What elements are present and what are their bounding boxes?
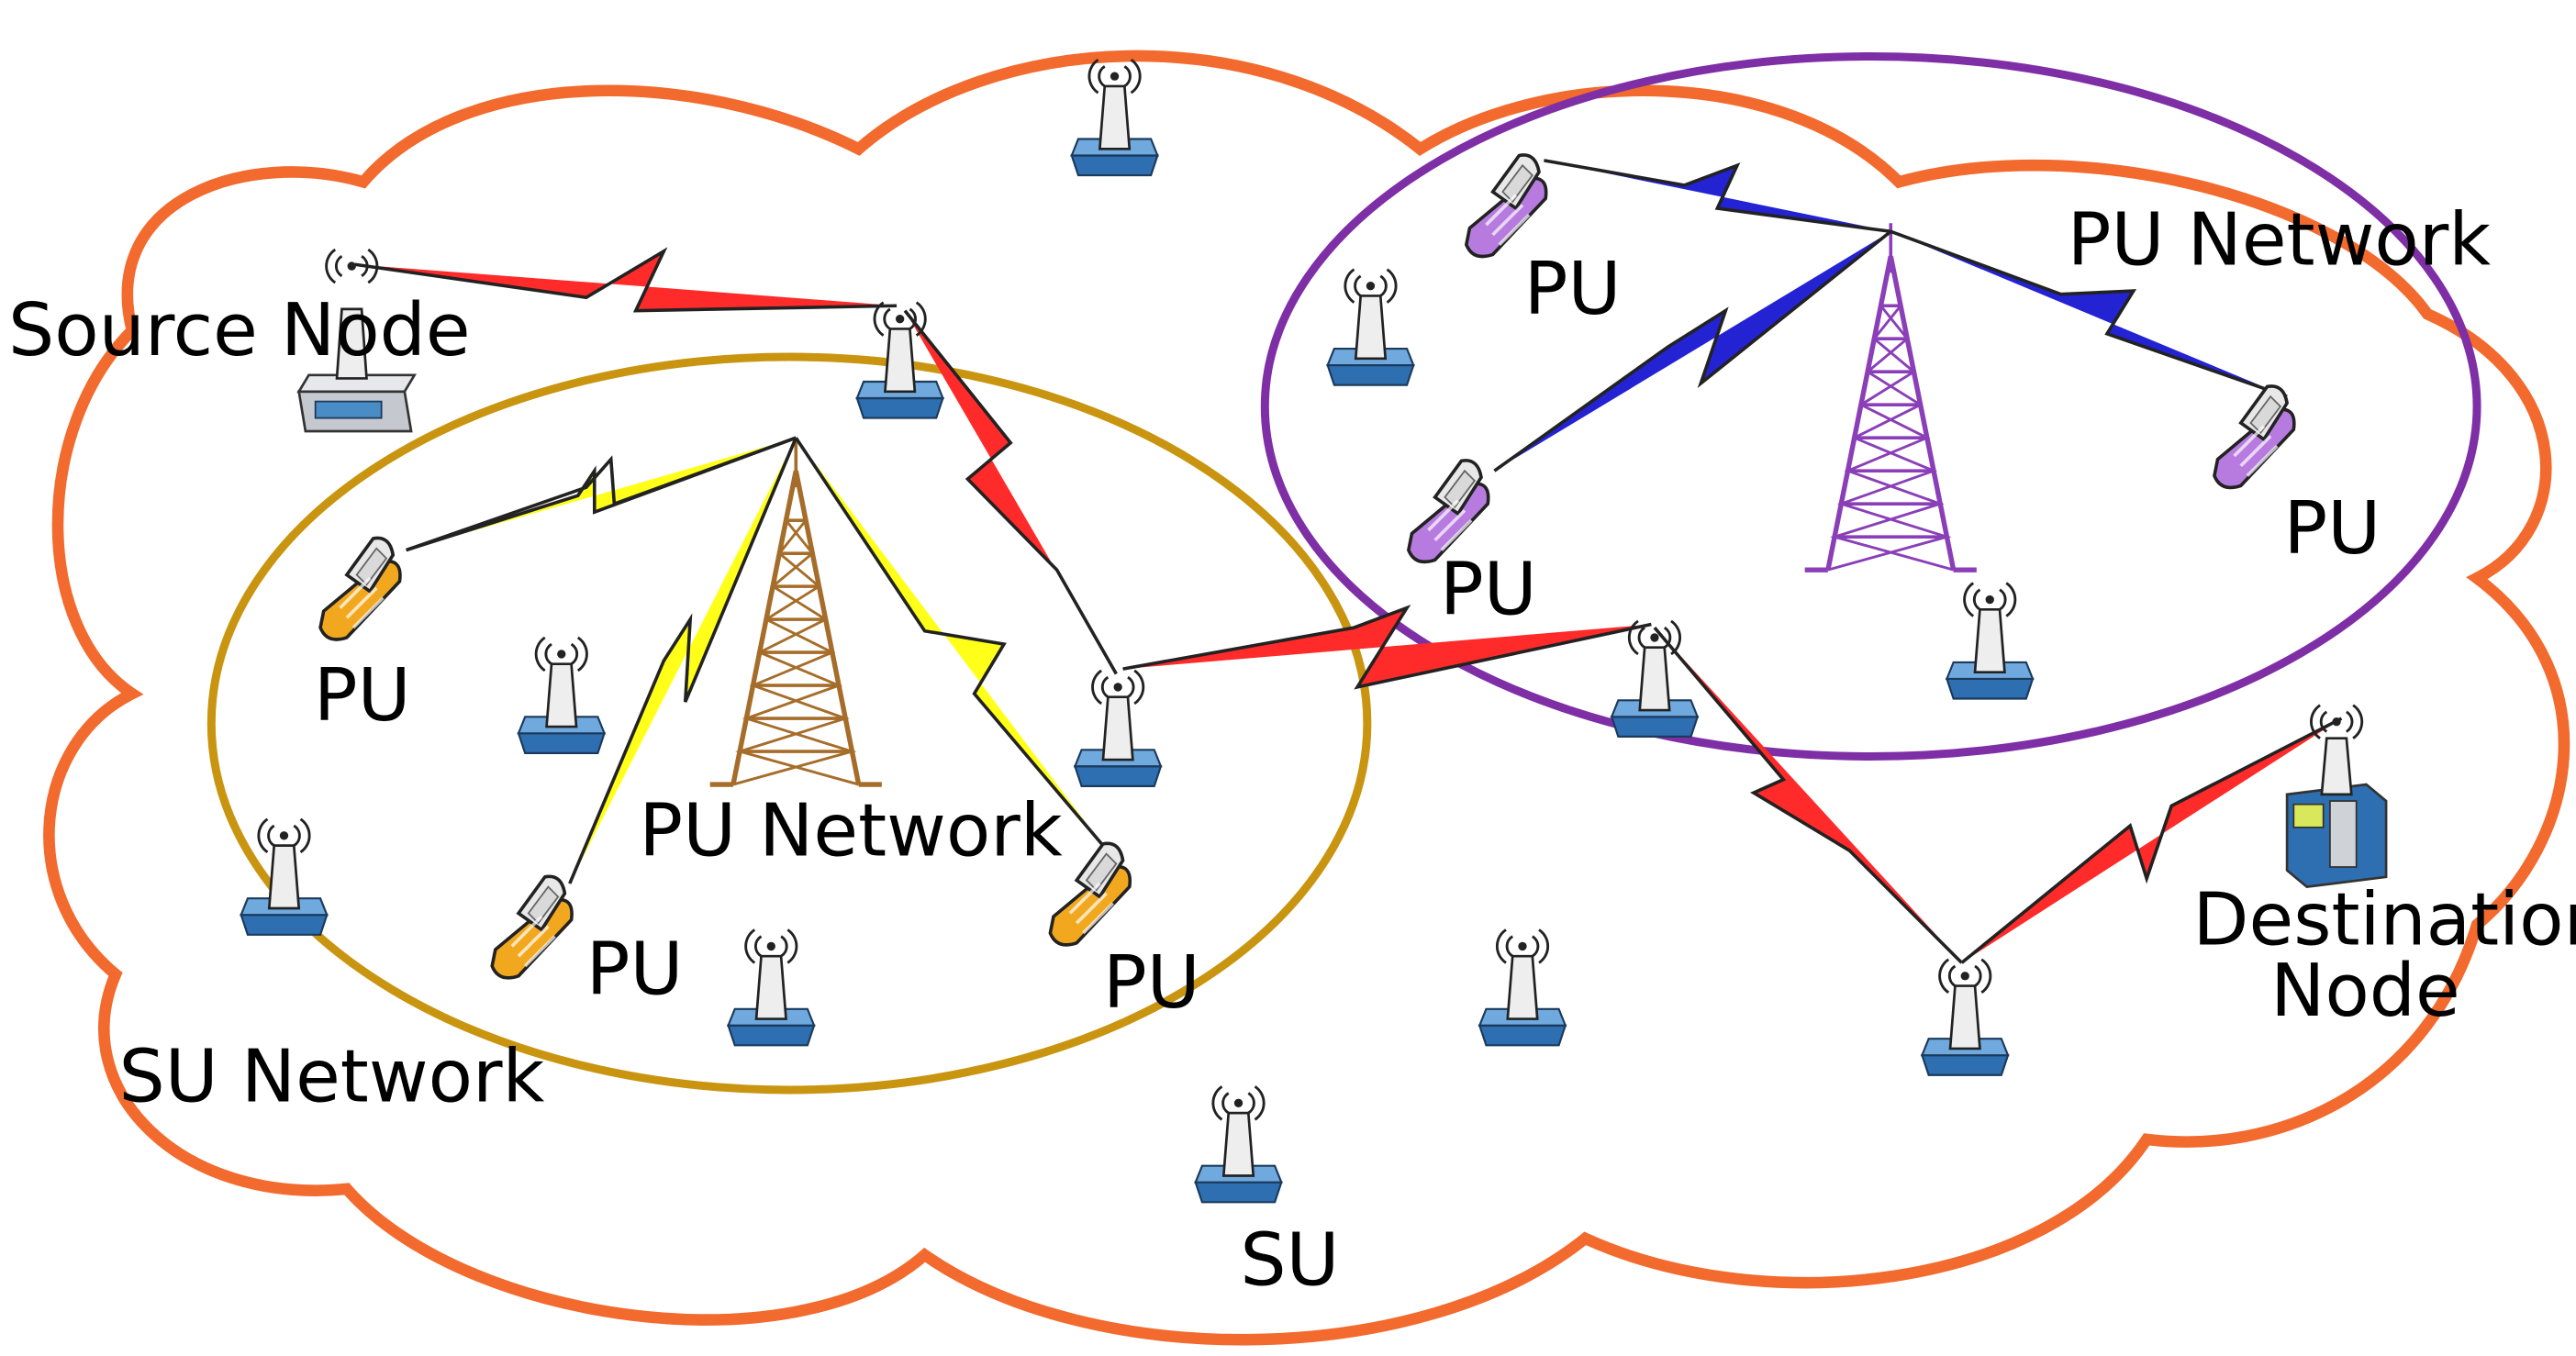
su-node-bottom-2 [1478,928,1567,1047]
su-node-bottom-3 [1194,1084,1283,1204]
pu-links-left [406,436,1105,884]
su-link-2 [903,309,1118,675]
label-pu-network-left: PU Network [639,788,1062,873]
label-source-node: Source Node [8,288,471,372]
pu-link-left-1 [406,436,797,552]
su-node-top [1070,58,1159,177]
pu-phone-right-1 [1465,153,1548,259]
su-link-1 [354,247,898,313]
label-pu-left-2: PU [586,928,684,1012]
su-node-relay-2 [1073,669,1163,788]
su-node-left-inner [517,636,607,755]
su-node-relay-3 [1610,619,1700,739]
pu-phone-right-3 [2213,384,2296,490]
su-link-5 [1960,717,2343,964]
label-destination-node: Node [2270,949,2460,1033]
su-route [354,247,2343,964]
pu-phone-left-1 [318,536,402,641]
pu-phone-left-2 [490,874,574,980]
pu-link-right-1 [1544,159,1891,234]
pu-tower-left [710,438,882,784]
pu-network-right-boundary [1260,52,2481,761]
su-node-right-lower [1946,582,2035,700]
label-su-network: SU Network [119,1035,545,1119]
pu-link-left-3 [794,437,1105,847]
label-pu-left-3: PU [1103,940,1200,1025]
destination-node-icon [2285,704,2388,889]
pu-network-left-boundary [206,352,1372,1095]
su-node-relay-4 [1921,958,2010,1077]
su-node-left-outer [240,817,329,937]
pu-link-left-1b [406,436,797,552]
label-pu-right-2: PU [1440,548,1537,632]
label-pu-right-3: PU [2284,486,2381,571]
pu-link-right-2 [1890,229,2288,398]
su-network-cloud [43,50,2570,1346]
label-pu-right-1: PU [1524,247,1622,331]
su-node-bottom-1 [727,928,816,1047]
label-pu-network-right: PU Network [2068,197,2491,282]
su-link-3 [1122,604,1652,690]
label-su: SU [1240,1217,1339,1302]
label-pu-left-1: PU [314,653,411,738]
su-link-4 [1653,626,1963,964]
source-node-icon [296,248,418,433]
label-destination: Destination [2193,878,2576,962]
su-node-right-upper [1326,268,1415,387]
